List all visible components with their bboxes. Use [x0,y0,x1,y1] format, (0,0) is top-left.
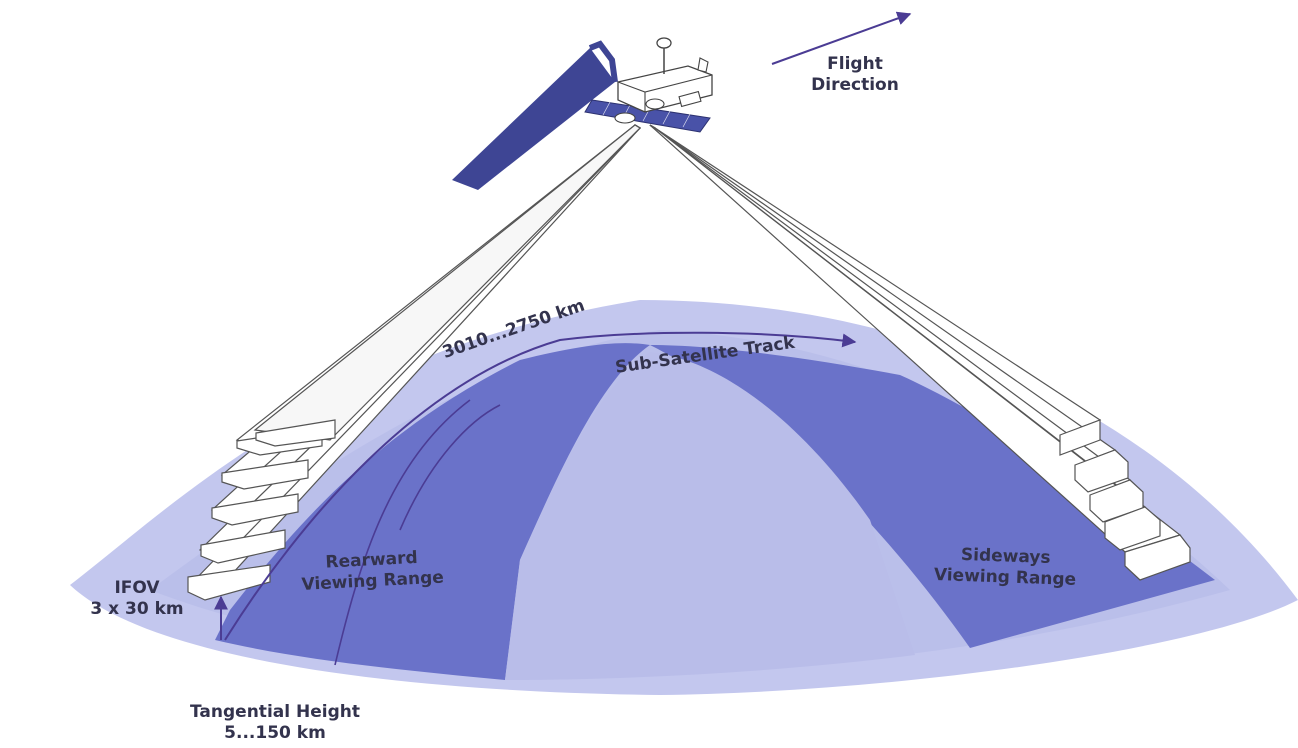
flight-direction-label: Flight Direction [800,54,910,96]
rearward-track-line-inner [399,404,501,531]
tangential-height-line-1: Tangential Height [190,702,360,722]
ifov-line-2: 3 x 30 km [90,599,184,619]
flight-direction-line-1: Flight [827,54,883,74]
rearward-beam-bundle [189,124,642,599]
solar-panel-large [452,48,615,190]
tangential-height-line-2: 5...150 km [224,723,326,743]
rearward-track-line [334,399,471,666]
ifov-label: IFOV 3 x 30 km [82,578,192,620]
sideways-beam-steps [1059,419,1191,581]
sideways-viewing-range [650,345,1215,648]
rearward-viewing-range-label: Rearward Viewing Range [300,547,444,596]
sub-satellite-arch [505,352,915,680]
sideways-viewing-range-label: Sideways Viewing Range [934,544,1078,591]
satellite [452,37,713,190]
ifov-line-1: IFOV [114,578,160,598]
tangential-height-label: Tangential Height 5...150 km [170,702,380,744]
sub-satellite-track-arrow [224,331,857,641]
satellite-bus [617,65,713,113]
rearward-beam-steps [187,419,336,601]
sideways-beam-bundle [649,124,1182,553]
rearward-viewing-range [215,343,650,680]
flight-direction-arrow [771,11,912,65]
solar-panel-small [584,99,711,133]
flight-direction-line-2: Direction [811,75,899,95]
antenna-dish [656,37,672,49]
